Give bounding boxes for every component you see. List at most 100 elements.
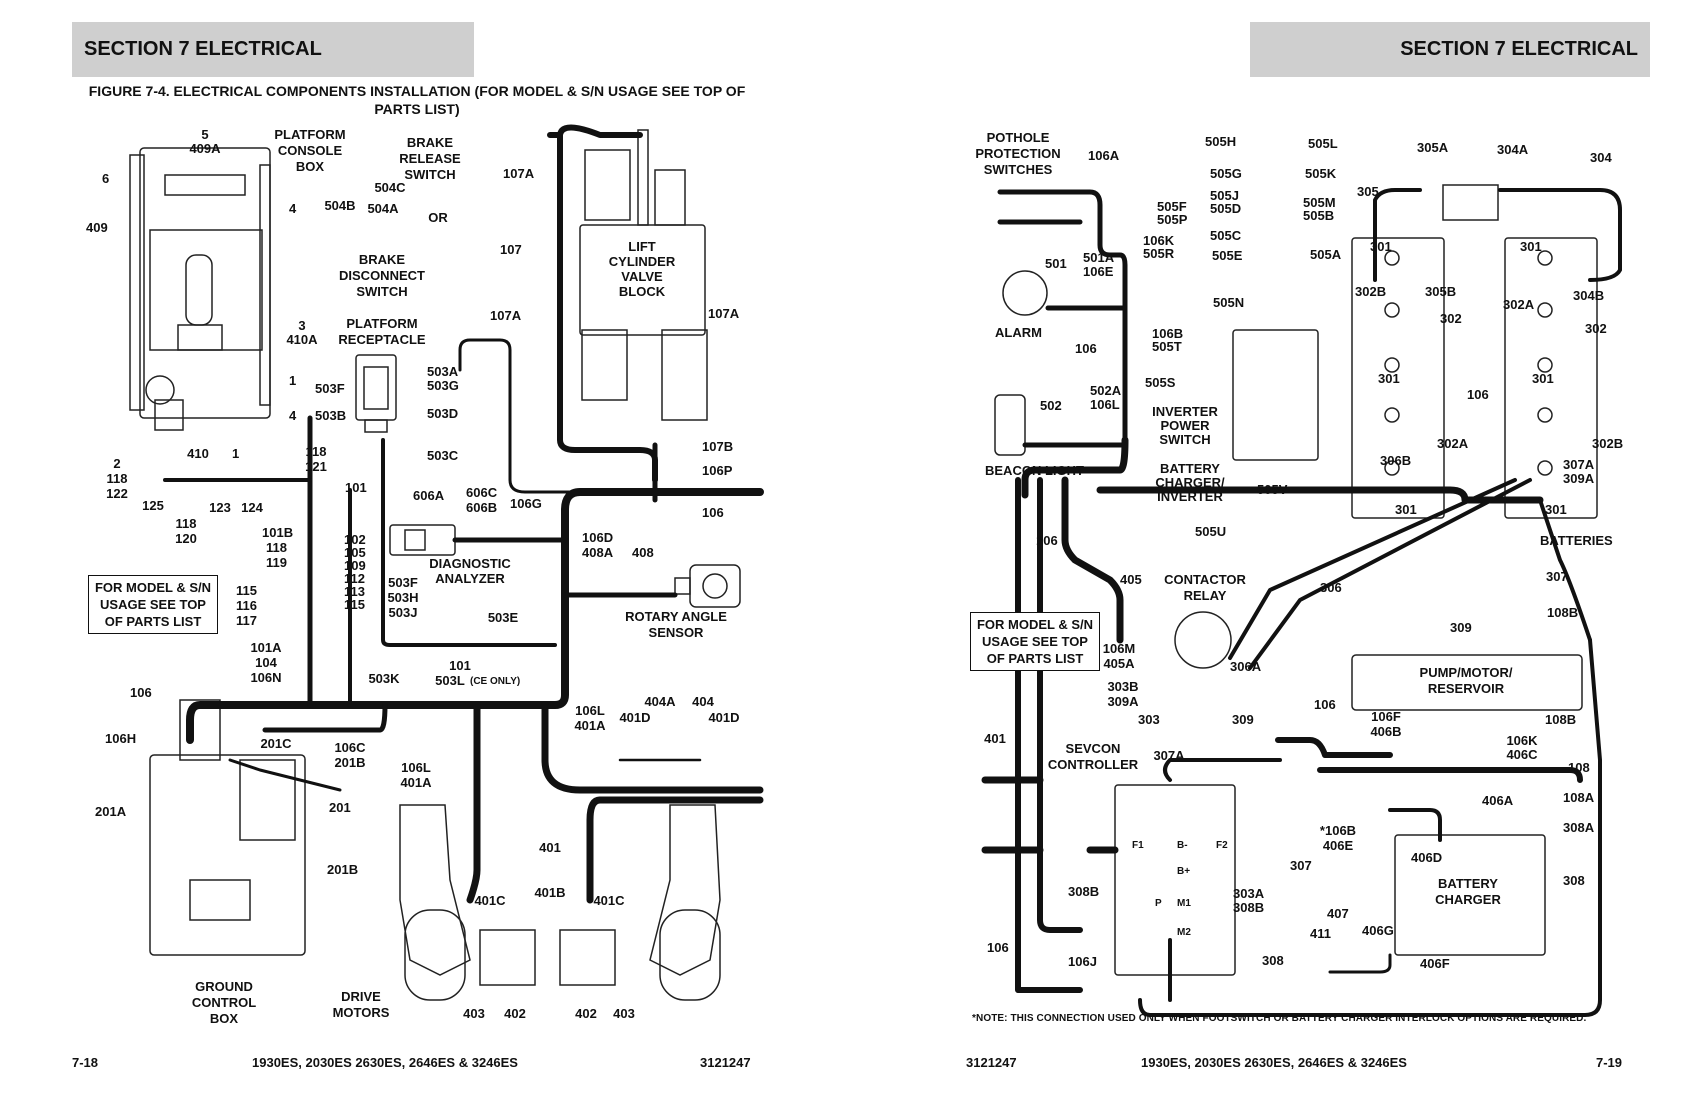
callout-305: 305 xyxy=(1357,184,1379,199)
callout-410A: 410A xyxy=(286,332,318,347)
diagnostic-analyzer-label-2: ANALYZER xyxy=(435,571,505,586)
lift-cylinder-label-3: VALVE xyxy=(621,269,663,284)
callout-301-c: 301 xyxy=(1378,371,1400,386)
ce-only-note: (CE ONLY) xyxy=(470,676,520,687)
callout-307A: 307A xyxy=(1563,457,1595,472)
rotary-sensor-drawing xyxy=(674,564,741,608)
pump-motor-drawing xyxy=(1351,654,1583,711)
callout-401D-left: 401D xyxy=(619,710,650,725)
callout-502: 502 xyxy=(1040,398,1062,413)
footer-left-models: 1930ES, 2030ES 2630ES, 2646ES & 3246ES xyxy=(252,1055,518,1070)
callout-5: 5 xyxy=(201,127,208,142)
callout-107A-top: 107A xyxy=(503,166,535,181)
callout-501: 501 xyxy=(1045,256,1067,271)
callout-405A: 405A xyxy=(1103,656,1135,671)
callout-302A-lower: 302A xyxy=(1437,436,1469,451)
right-harnesses xyxy=(981,188,1622,1017)
callout-115-mid: 115 xyxy=(344,597,365,612)
callout-3: 3 xyxy=(298,318,305,333)
ground-control-box-label-3: BOX xyxy=(210,1011,239,1026)
callout-123: 123 xyxy=(209,500,231,515)
callout-401D-right: 401D xyxy=(708,710,739,725)
callout-308B: 308B xyxy=(1068,884,1099,899)
callout-106C: 106C xyxy=(334,740,366,755)
callout-122: 122 xyxy=(106,486,128,501)
callout-401: 401 xyxy=(539,840,561,855)
callout-503F: 503F xyxy=(315,381,345,396)
callout-409A: 409A xyxy=(189,141,221,156)
ground-control-box-label-1: GROUND xyxy=(195,979,253,994)
callout-504B: 504B xyxy=(324,198,355,213)
contactor-relay-label-2: RELAY xyxy=(1184,588,1227,603)
callout-108A: 108A xyxy=(1563,790,1595,805)
callout-505P: 505P xyxy=(1157,212,1188,227)
diagnostic-analyzer-drawing xyxy=(389,524,456,556)
callout-119: 119 xyxy=(266,555,287,570)
callout-308B-right: 308B xyxy=(1233,900,1264,915)
receptacle-drawing xyxy=(355,354,397,433)
callout-201A: 201A xyxy=(95,804,127,819)
callout-106-left: 106 xyxy=(130,685,152,700)
footnote: *NOTE: THIS CONNECTION USED ONLY WHEN FO… xyxy=(972,1013,1587,1024)
inverter-switch-label-3: SWITCH xyxy=(1159,432,1210,447)
lift-cylinder-label-4: BLOCK xyxy=(619,284,666,299)
brake-disconnect-label-3: SWITCH xyxy=(356,284,407,299)
platform-receptacle-label-1: PLATFORM xyxy=(346,316,417,331)
callout-401A-left: 401A xyxy=(400,775,432,790)
callout-504A: 504A xyxy=(367,201,399,216)
callout-106K-lower: 106K xyxy=(1506,733,1538,748)
lift-cylinder-label-2: CYLINDER xyxy=(609,254,676,269)
callout-106L-right: 106L xyxy=(575,703,605,718)
callout-503H: 503H xyxy=(387,590,418,605)
beacon-light-label: BEACON LIGHT xyxy=(985,463,1084,478)
callout-505J: 505J xyxy=(1210,188,1239,203)
callout-401A-right: 401A xyxy=(574,718,606,733)
footer-left-doc: 3121247 xyxy=(700,1055,751,1070)
drive-motors-label-2: MOTORS xyxy=(333,1005,390,1020)
callout-505K: 505K xyxy=(1305,166,1337,181)
callout-106E: 106E xyxy=(1083,264,1114,279)
callout-104: 104 xyxy=(255,655,277,670)
platform-console-box-label-2: CONSOLE xyxy=(278,143,343,158)
callout-410: 410 xyxy=(187,446,209,461)
battery-charger-drawing xyxy=(1394,834,1546,956)
callout-1-bottom: 1 xyxy=(232,446,239,461)
callout-117: 117 xyxy=(236,613,257,628)
footer-right-page-number: 7-19 xyxy=(1596,1055,1623,1070)
callout-306A: 306A xyxy=(1230,659,1262,674)
pump-motor-label-2: RESERVOIR xyxy=(1428,681,1505,696)
callout-505G: 505G xyxy=(1210,166,1242,181)
callout-101B: 101B xyxy=(262,525,293,540)
footer-right-doc: 3121247 xyxy=(966,1055,1017,1070)
callout-402-right: 402 xyxy=(575,1006,597,1021)
terminal-B-minus: B- xyxy=(1177,840,1188,851)
callout-106H: 106H xyxy=(105,731,136,746)
callout-505D: 505D xyxy=(1210,201,1241,216)
alarm-label: ALARM xyxy=(995,325,1042,340)
callout-105: 105 xyxy=(344,545,366,560)
pothole-label-3: SWITCHES xyxy=(984,162,1053,177)
figure-title: FIGURE 7-4. ELECTRICAL COMPONENTS INSTAL… xyxy=(88,83,746,117)
callout-106N: 106N xyxy=(250,670,281,685)
callout-504C: 504C xyxy=(374,180,406,195)
callout-113: 113 xyxy=(344,584,365,599)
callout-106-alarm: 106 xyxy=(1075,341,1097,356)
callout-403-left: 403 xyxy=(463,1006,485,1021)
alarm-beacon-drawings xyxy=(994,270,1048,456)
callout-505U: 505U xyxy=(1195,524,1226,539)
drive-motors-drawing xyxy=(399,804,721,1001)
callout-106L-right-page: 106L xyxy=(1090,397,1120,412)
callout-301-a: 301 xyxy=(1370,239,1392,254)
callout-406D: 406D xyxy=(1411,850,1442,865)
callout-403-right: 403 xyxy=(613,1006,635,1021)
callout-304B: 304B xyxy=(1573,288,1604,303)
callout-305A: 305A xyxy=(1417,140,1449,155)
contactor-relay-drawing xyxy=(1174,611,1232,669)
charger-inverter-label-2: CHARGER/ xyxy=(1155,475,1225,490)
callout-306: 306 xyxy=(1320,580,1342,595)
callout-405: 405 xyxy=(1120,572,1142,587)
footer-right-models: 1930ES, 2030ES 2630ES, 2646ES & 3246ES xyxy=(1141,1055,1407,1070)
callout-408A: 408A xyxy=(582,545,614,560)
callout-302B: 302B xyxy=(1355,284,1386,299)
